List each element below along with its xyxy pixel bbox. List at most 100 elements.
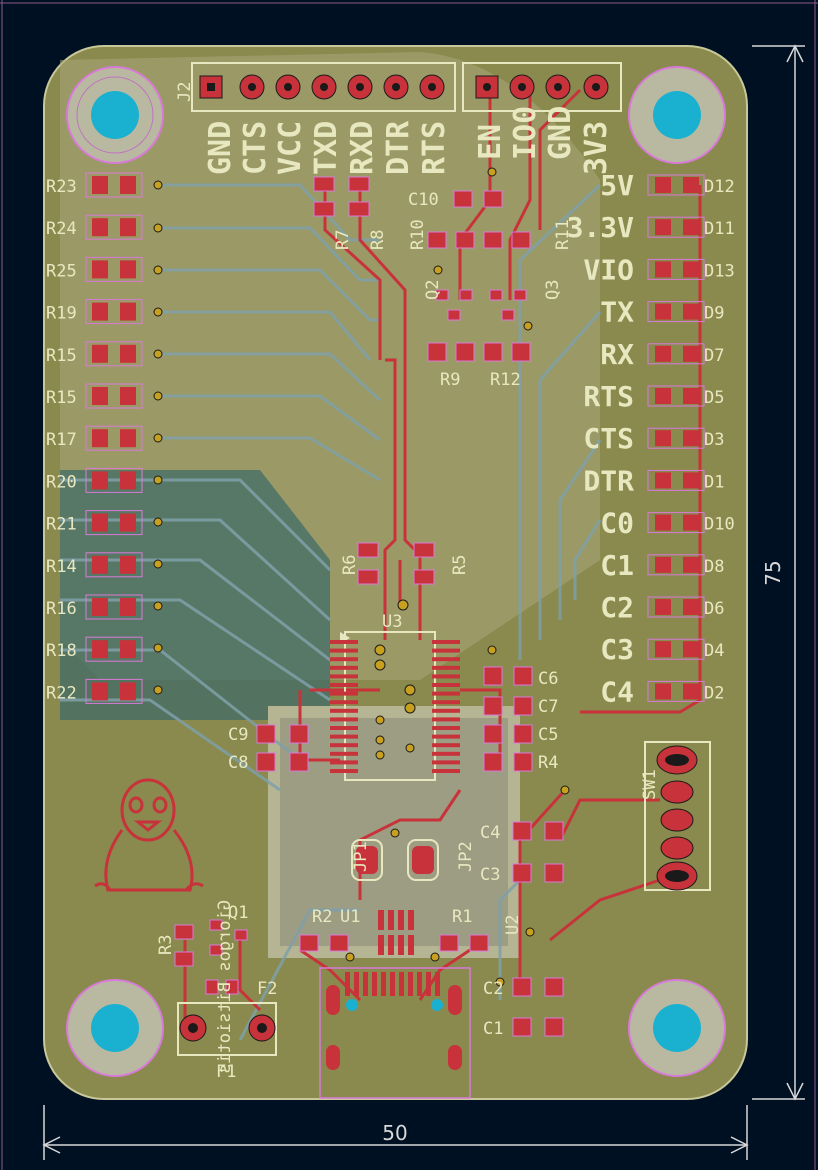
led-pad: [655, 261, 671, 278]
resistor-label: R25: [46, 261, 77, 281]
led-row: TX D9: [600, 296, 724, 329]
ref-c3: C3: [480, 865, 500, 885]
led-label-right: D4: [704, 641, 724, 661]
u3-pin: [330, 691, 358, 696]
ref-r5: R5: [450, 555, 470, 575]
led-footprint: [647, 385, 705, 407]
led-pad: [655, 177, 671, 193]
led-pad: [655, 514, 671, 531]
u3-pin: [432, 751, 460, 756]
resistor-pad: [120, 176, 136, 194]
resistor-pad: [120, 387, 136, 405]
resistor-label: R18: [46, 641, 77, 661]
resistor-pad: [120, 344, 136, 363]
led-footprint: [647, 174, 705, 196]
resistor-row: R24: [46, 214, 143, 240]
resistor-label: R15: [46, 388, 77, 408]
resistor-label: R23: [46, 177, 77, 197]
resistor-pad: [92, 260, 108, 279]
j2-label-rxd: RXD: [345, 121, 380, 175]
j3-label-gnd: GND: [543, 106, 578, 160]
ref-jp1: JP1: [351, 841, 371, 872]
led-pad: [655, 388, 671, 404]
resistor-footprint: [85, 341, 143, 367]
u3-pin: [330, 708, 358, 713]
resistor-footprint: [85, 594, 143, 620]
led-pad: [683, 261, 699, 278]
u3-pin: [432, 683, 460, 687]
j3-header: [462, 62, 622, 112]
led-pad: [683, 472, 699, 489]
resistor-pad: [92, 344, 108, 363]
led-pad: [683, 219, 699, 236]
resistor-row: R14: [46, 552, 143, 578]
led-pad: [655, 303, 671, 320]
resistor-pad: [120, 218, 136, 237]
led-footprint: [647, 638, 705, 660]
resistor-pad: [92, 682, 108, 701]
u3-pin: [432, 700, 460, 705]
resistor-row: R25: [46, 256, 143, 282]
u3-pin: [432, 674, 460, 679]
led-label-left: TX: [600, 296, 634, 329]
dimension-lines: [42, 44, 805, 1160]
led-pad: [683, 556, 699, 573]
ref-c5: C5: [538, 725, 558, 745]
u3-pin: [432, 708, 460, 713]
led-footprint: [647, 554, 705, 576]
j2-label-txd: TXD: [309, 121, 344, 175]
usb-c-connector: [319, 967, 471, 1099]
u3-pin: [432, 760, 460, 765]
ref-c8: C8: [228, 753, 248, 773]
resistor-pad: [92, 429, 108, 448]
board-author-text: Giorgos Bitsiotis: [215, 900, 235, 1074]
u3-pin: [330, 769, 358, 773]
j2-label-cts: CTS: [238, 121, 273, 175]
ref-q1: Q1: [228, 903, 248, 923]
resistor-pad: [92, 176, 108, 194]
resistor-label: R16: [46, 599, 77, 619]
led-label-left: RTS: [583, 380, 634, 413]
u3-pin: [330, 700, 358, 705]
ref-c10: C10: [408, 190, 439, 210]
resistor-pad: [120, 640, 136, 659]
dimension-width: 50: [382, 1121, 407, 1145]
resistor-footprint: [85, 552, 143, 578]
led-label-right: D9: [704, 304, 724, 324]
resistor-row: R22: [46, 678, 143, 704]
board-outline: [43, 45, 748, 1100]
ref-f1: F1: [216, 1062, 236, 1082]
ref-c4: C4: [480, 823, 500, 843]
led-label-right: D3: [704, 430, 724, 450]
ref-f2: F2: [257, 979, 277, 999]
resistor-label: R24: [46, 219, 77, 239]
u3-pin: [432, 648, 460, 653]
mounting-holes: [66, 66, 726, 1077]
j3-pin-labels: EN IO0 GND 3V3: [473, 106, 614, 175]
ref-r7: R7: [333, 230, 353, 250]
led-label-right: D6: [704, 599, 724, 619]
led-pad: [683, 641, 699, 658]
ref-r6: R6: [340, 555, 360, 575]
u3-pin: [330, 760, 358, 765]
resistor-pad: [92, 302, 108, 321]
resistor-footprint: [85, 172, 143, 198]
j2-label-gnd: GND: [203, 121, 238, 175]
resistor-pad: [120, 260, 136, 279]
led-label-right: D8: [704, 557, 724, 577]
led-label-left: RX: [600, 338, 634, 371]
ref-r4: R4: [538, 753, 558, 773]
resistor-row: R16: [46, 594, 143, 620]
ref-u2: U2: [503, 915, 523, 935]
j3-label-3v3: 3V3: [579, 121, 614, 175]
u3-pin: [330, 657, 358, 662]
led-pad: [655, 683, 671, 700]
u3-pin: [432, 640, 460, 644]
ref-r12: R12: [490, 370, 521, 390]
